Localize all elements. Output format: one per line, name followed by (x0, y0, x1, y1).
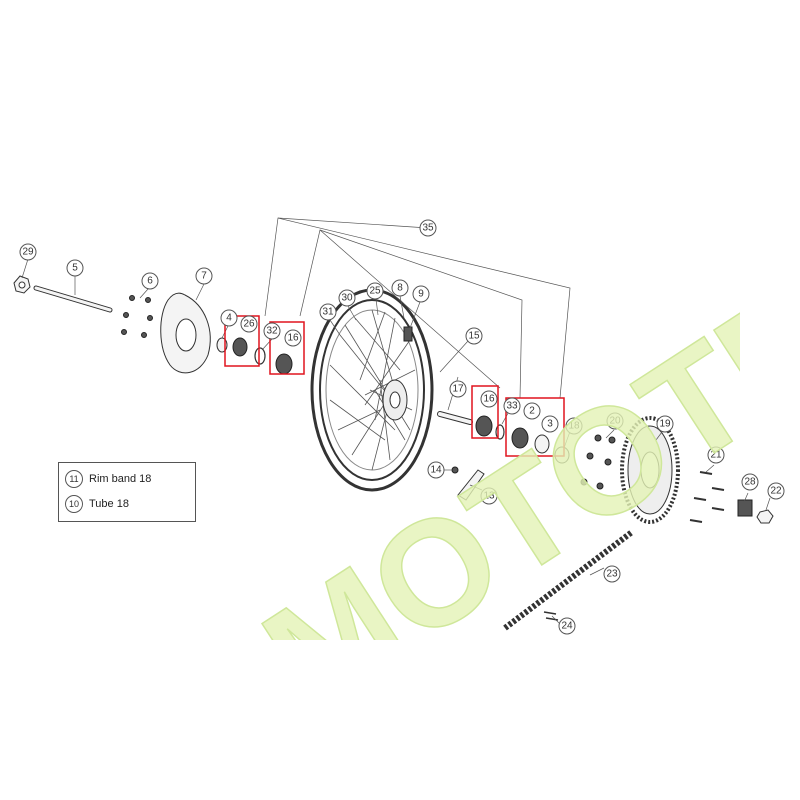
callout-23: 23 (603, 565, 621, 583)
svg-text:16: 16 (287, 333, 299, 344)
circlip-right (495, 424, 505, 440)
legend-number: 11 (65, 470, 83, 488)
svg-text:30: 30 (341, 293, 353, 304)
callout-15: 15 (465, 327, 483, 345)
screw (451, 466, 459, 474)
highlight-16-left (269, 321, 305, 375)
legend-item-tube: 10 Tube 18 (65, 495, 129, 513)
callout-21: 21 (707, 446, 725, 464)
svg-text:22: 22 (770, 486, 782, 497)
svg-text:19: 19 (659, 419, 671, 430)
svg-text:21: 21 (710, 450, 722, 461)
callout-17: 17 (449, 380, 467, 398)
callout-33: 33 (503, 397, 521, 415)
svg-text:28: 28 (744, 477, 756, 488)
callout-31: 31 (319, 303, 337, 321)
callout-16-left: 16 (284, 329, 302, 347)
svg-text:35: 35 (422, 223, 434, 234)
svg-text:18: 18 (568, 421, 580, 432)
svg-text:5: 5 (72, 263, 78, 274)
svg-text:23: 23 (606, 569, 618, 580)
master-link (543, 611, 559, 621)
callout-16-right: 16 (480, 390, 498, 408)
callout-5: 5 (66, 259, 84, 277)
callout-30: 30 (338, 289, 356, 307)
highlight-16-right (471, 385, 499, 439)
sprocket-nuts (580, 434, 616, 490)
sprocket-bolts (689, 471, 725, 523)
svg-text:31: 31 (322, 307, 334, 318)
bearing-left (275, 353, 293, 375)
highlight-boxes (224, 315, 565, 457)
legend-label: Rim band 18 (89, 473, 152, 485)
chain-adjuster (737, 499, 753, 517)
callout-7: 7 (195, 267, 213, 285)
callout-14: 14 (427, 461, 445, 479)
svg-text:3: 3 (547, 419, 553, 430)
callout-22: 22 (767, 482, 785, 500)
callout-9: 9 (412, 285, 430, 303)
seal (232, 337, 248, 357)
circlip (254, 347, 266, 365)
svg-text:13: 13 (483, 491, 495, 502)
callout-19: 19 (656, 415, 674, 433)
svg-text:15: 15 (468, 331, 480, 342)
callout-2: 2 (523, 402, 541, 420)
callout-8: 8 (391, 279, 409, 297)
adjuster-nut (756, 509, 774, 524)
svg-text:17: 17 (452, 384, 464, 395)
callout-35: 35 (419, 219, 437, 237)
svg-text:29: 29 (22, 247, 34, 258)
callout-18: 18 (565, 417, 583, 435)
svg-text:8: 8 (397, 283, 403, 294)
legend-label: Tube 18 (89, 498, 129, 510)
leader-lines (21, 217, 771, 625)
sprocket-bearing (511, 427, 529, 449)
bearing-right (475, 415, 493, 437)
rim-lock (403, 326, 413, 342)
svg-text:6: 6 (147, 276, 153, 287)
legend-item-rim-band: 11 Rim band 18 (65, 470, 151, 488)
svg-text:4: 4 (226, 313, 232, 324)
svg-text:26: 26 (243, 319, 255, 330)
callout-25: 25 (366, 282, 384, 300)
callout-29: 29 (19, 243, 37, 261)
legend: 11 Rim band 18 10 Tube 18 (58, 462, 196, 522)
rear-axle (33, 285, 113, 313)
brake-disc (160, 292, 211, 374)
callout-20: 20 (606, 412, 624, 430)
callout-28: 28 (741, 473, 759, 491)
sprocket-spacer (554, 446, 570, 464)
legend-number: 10 (65, 495, 83, 513)
svg-text:9: 9 (418, 289, 424, 300)
callout-13: 13 (480, 487, 498, 505)
svg-text:7: 7 (201, 271, 207, 282)
axle-nut (13, 275, 31, 294)
svg-text:24: 24 (561, 621, 573, 632)
svg-text:16: 16 (483, 394, 495, 405)
callout-26: 26 (240, 315, 258, 333)
callout-4: 4 (220, 309, 238, 327)
callout-32: 32 (263, 322, 281, 340)
svg-text:33: 33 (506, 401, 518, 412)
sprocket-seal (534, 434, 550, 454)
drive-chain (503, 529, 634, 631)
highlight-4-26 (224, 315, 260, 367)
highlight-2-3 (505, 397, 565, 457)
callout-24: 24 (558, 617, 576, 635)
rear-wheel (310, 288, 434, 492)
svg-text:32: 32 (266, 326, 278, 337)
svg-text:20: 20 (609, 416, 621, 427)
rear-sprocket (620, 416, 680, 524)
callout-3: 3 (541, 415, 559, 433)
svg-text:14: 14 (430, 465, 442, 476)
disc-screws (121, 295, 153, 338)
chain-guide (457, 469, 485, 501)
callout-6: 6 (141, 272, 159, 290)
hub-spacer (437, 411, 473, 425)
svg-text:2: 2 (529, 406, 535, 417)
svg-text:25: 25 (369, 286, 381, 297)
